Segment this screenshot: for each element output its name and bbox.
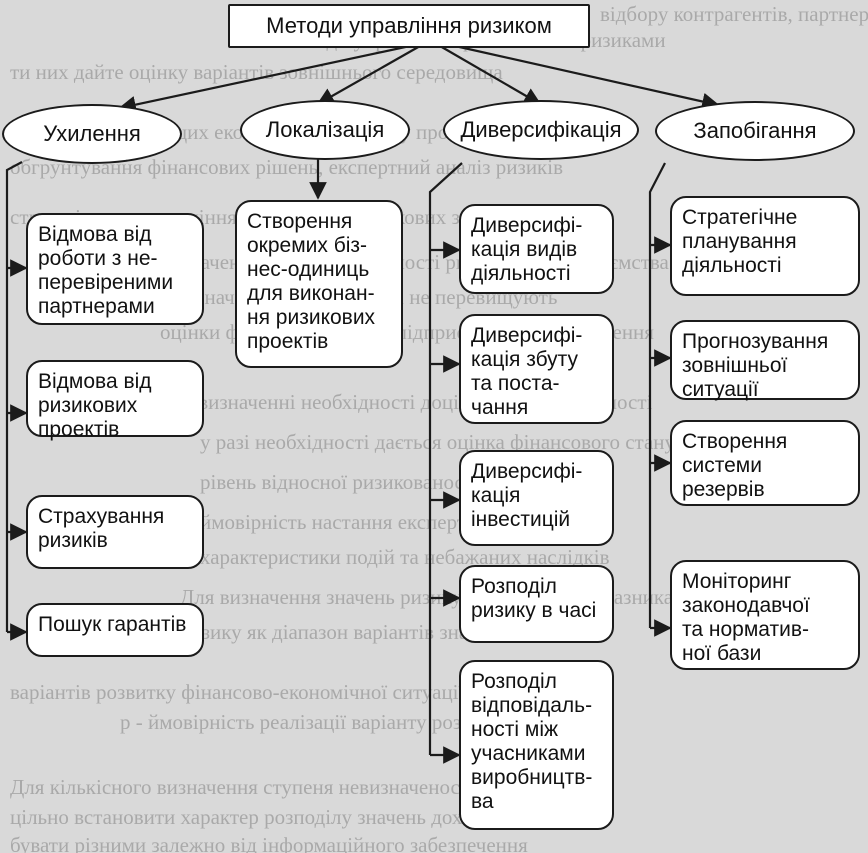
method-card: Створення системи резервів — [670, 420, 860, 506]
arrow-root-to-zapobihannia — [454, 44, 720, 111]
method-card: Диверсифі- кація видів діяльності — [459, 204, 614, 294]
ghost-line: Для кількісного визначення ступеня невиз… — [10, 775, 509, 799]
root-node: Методи управління ризиком — [228, 4, 590, 48]
method-card: Страхування ризиків — [26, 495, 204, 569]
trunk-uhylennia — [5, 161, 23, 632]
method-card: Відмова від ризикових проектів — [26, 360, 204, 441]
method-card: Розподіл відповідаль- ності між учасника… — [459, 660, 614, 830]
category-uhylennia: Ухилення — [2, 104, 182, 164]
category-dyversyfikatsiia: Диверсифікація — [443, 100, 639, 160]
ghost-line: цільно встановити характер розподілу зна… — [10, 805, 529, 829]
method-card: Диверсифі- кація збуту та поста- чання — [459, 314, 614, 424]
ghost-line: р - ймовірність реалізації варіанту розв… — [120, 710, 512, 734]
method-card: Пошук гарантів — [26, 603, 204, 657]
arrow-root-to-uhylennia — [118, 44, 411, 114]
arrow-root-to-lokalizatsiia — [316, 45, 421, 105]
trunk-dyversyfikatsiia — [428, 162, 463, 755]
method-card: Відмова від роботи з не- перевіреними па… — [26, 213, 204, 325]
trunk-zapobihannia — [648, 162, 666, 628]
method-card: Стратегічне планування діяльності — [670, 196, 860, 296]
ghost-line: варіантів розвитку фінансово-економічної… — [10, 680, 465, 704]
method-card: Створення окремих біз- нес-одиниць для в… — [235, 200, 403, 368]
arrow-root-to-dyversyfikatsiia — [439, 45, 542, 105]
category-zapobihannia: Запобігання — [655, 101, 855, 161]
ghost-line: ти них дайте оцінку варіантів зовнішньог… — [10, 60, 503, 84]
method-card: Прогнозування зовнішньої ситуації — [670, 320, 860, 401]
method-card: Диверсифі- кація інвестицій — [459, 450, 614, 546]
method-card: Моніторинг законодавчої та норматив- ної… — [670, 560, 860, 670]
category-lokalizatsiia: Локалізація — [240, 100, 410, 160]
ghost-line: бувати різними залежно від інформаційног… — [10, 833, 528, 853]
method-card: Розподіл ризику в часі — [459, 565, 614, 643]
ghost-line: відбору контрагентів, партнерів, інвесто… — [600, 2, 868, 26]
